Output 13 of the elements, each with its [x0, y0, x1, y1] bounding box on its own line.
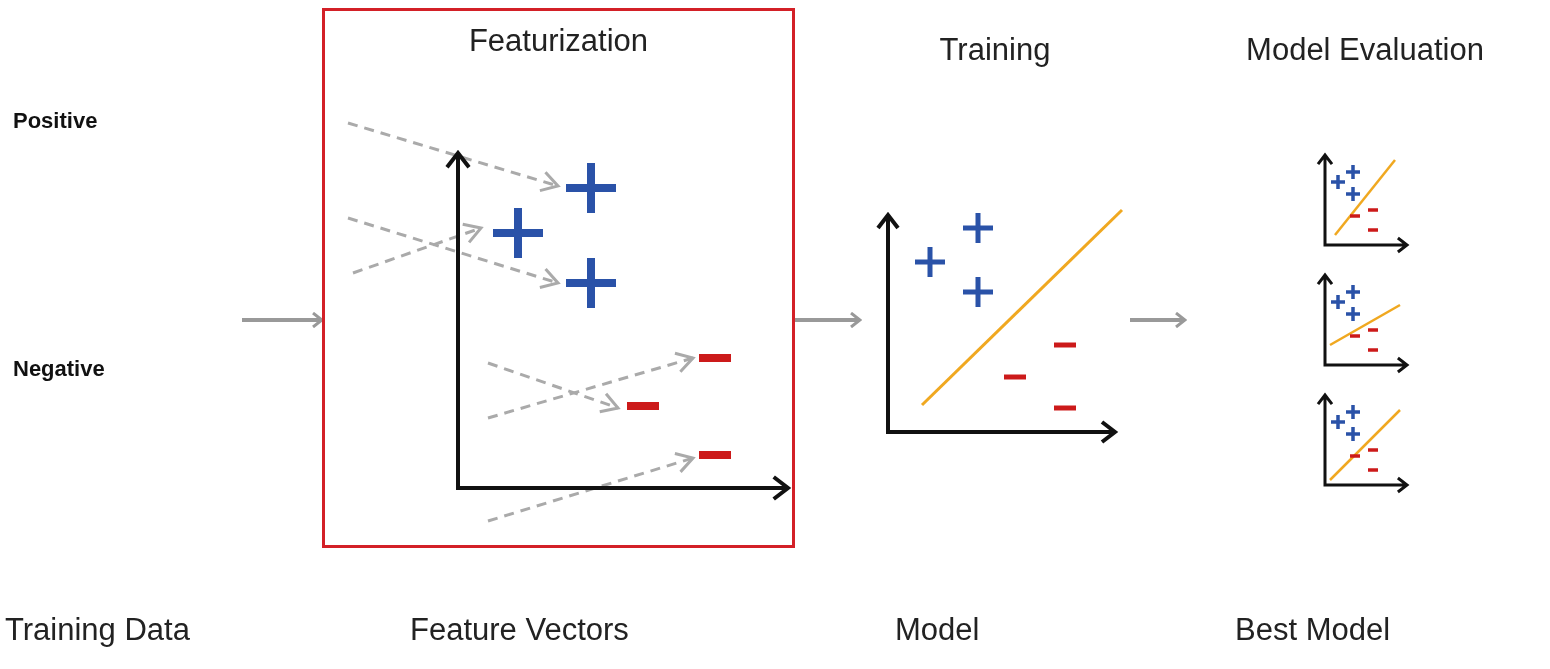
- arrow: [242, 311, 324, 329]
- stage-title: Featurization: [467, 23, 650, 59]
- stage-caption: Model: [895, 612, 980, 648]
- stage-title: Training: [938, 32, 1052, 68]
- class-label: Negative: [13, 356, 105, 382]
- stage-caption: Best Model: [1235, 612, 1391, 648]
- stage-caption: Training Data: [5, 612, 190, 648]
- stage-caption: Feature Vectors: [410, 612, 629, 648]
- highlight-frame: [322, 8, 795, 548]
- arrow: [1130, 311, 1187, 329]
- stage-title: Model Evaluation: [1245, 32, 1485, 68]
- arrow: [795, 311, 862, 329]
- class-label: Positive: [13, 108, 98, 134]
